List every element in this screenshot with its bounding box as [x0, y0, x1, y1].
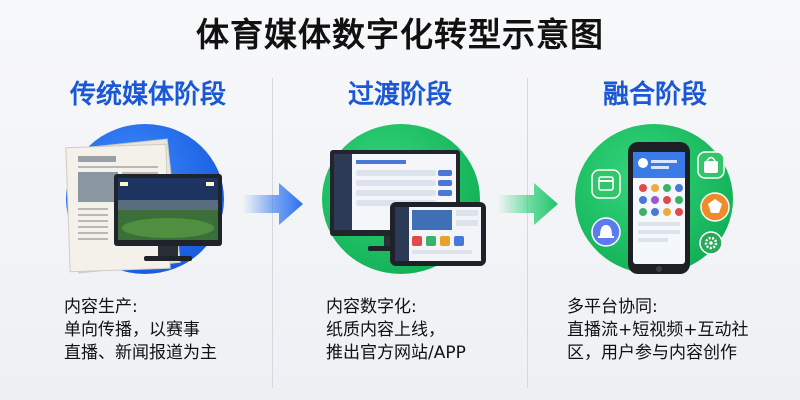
arrow-right-icon — [498, 181, 558, 227]
stage-desc-traditional: 内容生产: 单向传播，以赛事 直播、新闻报道为主 — [64, 296, 284, 365]
stage-title-transition: 过渡阶段 — [280, 74, 520, 111]
page-title: 体育媒体数字化转型示意图 — [0, 8, 800, 56]
desc-head: 多平台协同: — [567, 296, 787, 319]
desc-line: 推出官方网站/APP — [326, 342, 546, 365]
desc-head: 内容生产: — [64, 296, 284, 319]
stage-title-fusion: 融合阶段 — [535, 74, 775, 111]
desc-line: 纸质内容上线， — [326, 319, 546, 342]
desc-line: 直播流+短视频+互动社 — [567, 319, 787, 342]
stage-desc-transition: 内容数字化: 纸质内容上线， 推出官方网站/APP — [326, 296, 546, 365]
stage-title-traditional: 传统媒体阶段 — [28, 74, 268, 111]
stage-desc-fusion: 多平台协同: 直播流+短视频+互动社 区，用户参与内容创作 — [567, 296, 787, 365]
stage-circle-transition — [322, 124, 480, 274]
desc-line: 直播、新闻报道为主 — [64, 342, 284, 365]
desc-line: 区，用户参与内容创作 — [567, 342, 787, 365]
desc-head: 内容数字化: — [326, 296, 546, 319]
desc-line: 单向传播，以赛事 — [64, 319, 284, 342]
stage-circle-fusion — [575, 124, 733, 274]
arrow-right-icon — [243, 181, 303, 227]
stage-circle-traditional — [66, 124, 224, 274]
